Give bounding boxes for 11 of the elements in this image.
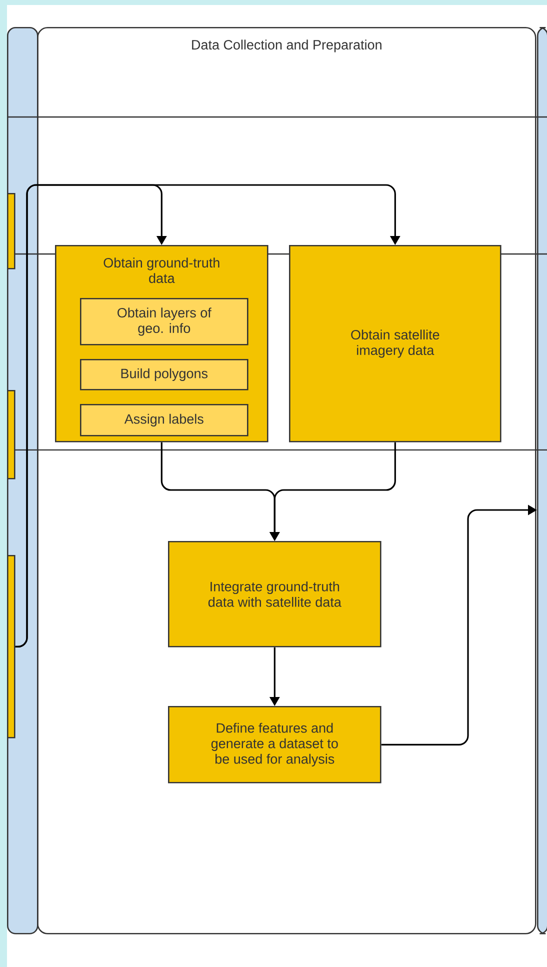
- process-box: [7, 555, 16, 738]
- swimlane: [537, 27, 547, 934]
- subtask-box: Assign labels: [80, 404, 248, 436]
- process-box: Obtain satellite imagery data: [289, 245, 502, 442]
- arrow: [15, 184, 400, 648]
- subtask-box: Obtain layers of geo. info: [80, 298, 248, 346]
- process-box: [7, 390, 16, 480]
- subtask-box: Build polygons: [80, 359, 248, 390]
- process-box: [7, 193, 16, 270]
- process-box: Define features and generate a dataset to be used for analysis: [168, 706, 382, 784]
- process-box: Integrate ground-truth data with satellite data: [168, 541, 382, 648]
